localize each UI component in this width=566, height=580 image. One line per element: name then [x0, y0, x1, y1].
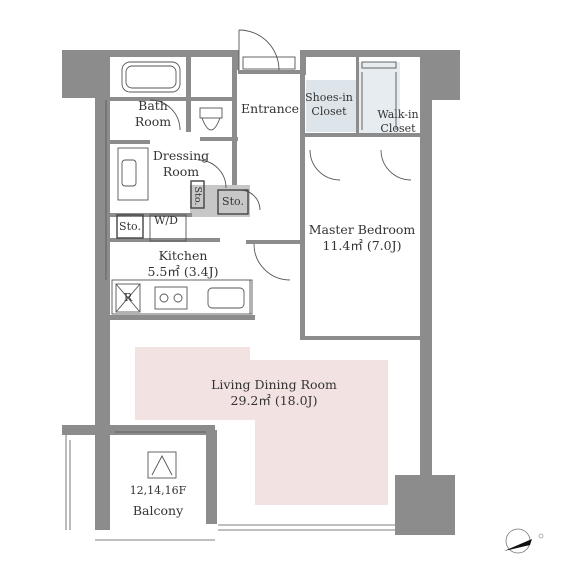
storage-boxes [116, 180, 249, 239]
storage-label: Sto. [119, 220, 141, 233]
shoes-closet-tint [306, 80, 356, 132]
entrance-label: Entrance [240, 101, 300, 116]
walkin-closet-tint [358, 62, 400, 134]
ldk-floor-tint [135, 347, 388, 505]
compass-icon [504, 528, 544, 554]
balcony-label: Balcony [132, 503, 184, 518]
balcony-floors-label: 12,14,16F [129, 484, 187, 497]
storage-label: Sto. [222, 195, 244, 208]
fixtures [111, 56, 397, 315]
refrigerator-label: R [123, 291, 133, 304]
storage-label: Sto. [192, 186, 203, 206]
washer-dryer-label: W/D [154, 214, 178, 227]
window-icon [65, 100, 395, 541]
outdoor-unit-icon [147, 451, 177, 479]
